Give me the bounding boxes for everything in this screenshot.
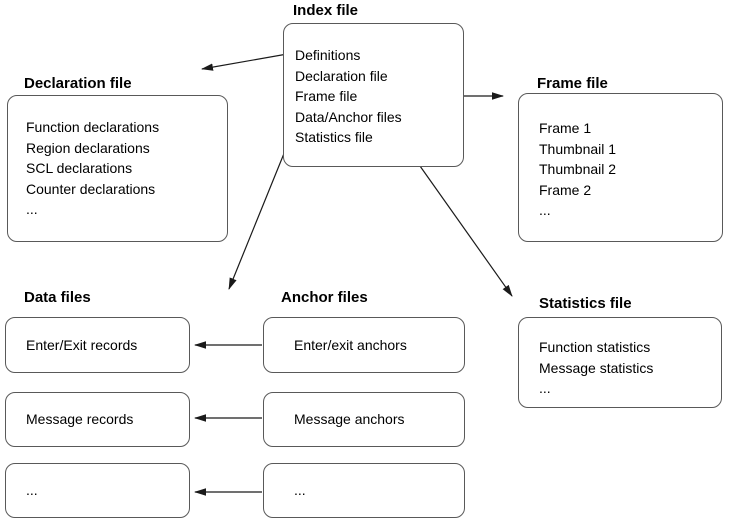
declaration-file-box: Function declarations Region declaration… — [7, 95, 228, 242]
anchor-files-box-message-anchors: Message anchors — [263, 392, 465, 447]
frame-item-ellipsis: ... — [539, 202, 551, 219]
anchor-box-label: Message anchors — [294, 411, 405, 428]
statistics-item: Function statistics — [539, 339, 651, 355]
index-file-title: Index file — [293, 2, 359, 19]
declaration-item: Function declarations — [26, 119, 160, 135]
data-files-title: Data files — [24, 289, 91, 306]
frame-file-box: Frame 1 Thumbnail 1 Thumbnail 2 Frame 2 … — [518, 93, 723, 242]
index-file-box: Definitions Declaration file Frame file … — [283, 23, 464, 167]
declaration-item: SCL declarations — [26, 160, 133, 177]
frame-item: Thumbnail 1 — [539, 140, 617, 157]
data-box-label: Message records — [26, 411, 134, 428]
index-item-definitions: Definitions — [295, 47, 361, 63]
index-item-declaration-file: Declaration file — [295, 67, 388, 84]
frame-item: Thumbnail 2 — [539, 161, 617, 178]
data-files-box-ellipsis: ... — [5, 463, 190, 518]
data-box-label: ... — [26, 482, 38, 499]
declaration-item: Region declarations — [26, 139, 150, 156]
anchor-box-label: ... — [294, 482, 306, 499]
statistics-file-title: Statistics file — [539, 295, 632, 312]
data-files-box-message-records: Message records — [5, 392, 190, 447]
index-item-data-anchor-files: Data/Anchor files — [295, 108, 402, 125]
declaration-item-ellipsis: ... — [26, 201, 38, 218]
index-item-frame-file: Frame file — [295, 88, 358, 105]
frame-item: Frame 2 — [539, 181, 592, 198]
index-item-statistics-file: Statistics file — [295, 129, 373, 146]
anchor-files-title: Anchor files — [281, 289, 368, 306]
statistics-item-ellipsis: ... — [539, 380, 551, 397]
frame-file-title: Frame file — [537, 75, 608, 92]
declaration-item: Counter declarations — [26, 180, 156, 197]
anchor-box-label: Enter/exit anchors — [294, 336, 407, 353]
declaration-file-title: Declaration file — [24, 75, 132, 92]
data-files-box-enter-exit-records: Enter/Exit records — [5, 317, 190, 373]
statistics-file-box: Function statistics Message statistics .… — [518, 317, 722, 408]
arrow-index-to-declaration-file — [201, 52, 294, 71]
anchor-files-box-enter-exit-anchors: Enter/exit anchors — [263, 317, 465, 373]
frame-item: Frame 1 — [539, 120, 592, 136]
anchor-files-box-ellipsis: ... — [263, 463, 465, 518]
statistics-item: Message statistics — [539, 359, 654, 376]
data-box-label: Enter/Exit records — [26, 336, 138, 353]
